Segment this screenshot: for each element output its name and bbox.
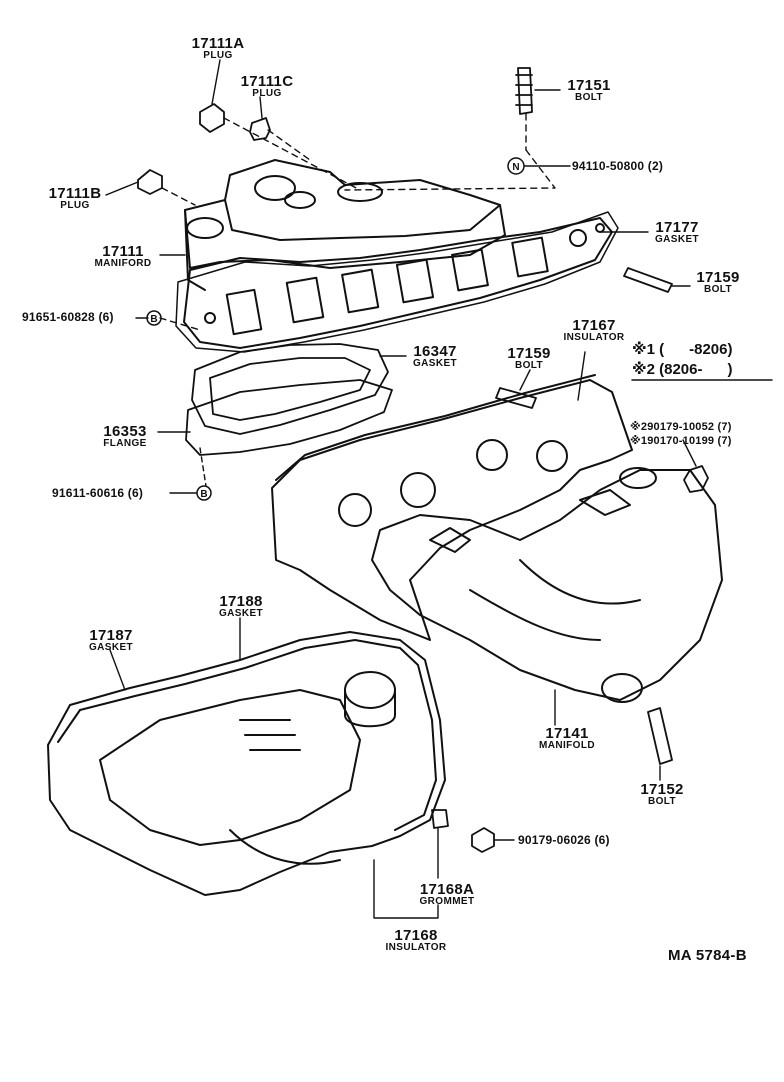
marker-circles (146, 157, 525, 501)
part-name: BOLT (514, 360, 544, 371)
callout-17159-lower: 17159 BOLT (504, 346, 554, 371)
marker-b-label-upper: B (150, 314, 157, 325)
callout-17141: 17141 MANIFOLD (528, 726, 606, 751)
part-name: INSULATOR (563, 332, 625, 343)
callout-17168A: 17168A GROMMET (408, 882, 486, 907)
intake-manifold-drawing (183, 159, 613, 349)
part-name: MANIFORD (94, 258, 152, 269)
part-number: 17168 (394, 927, 438, 944)
part-name: PLUG (203, 50, 233, 61)
part-number: 16353 (103, 423, 147, 440)
marker-n-label: N (512, 162, 519, 173)
callout-17111A: 17111A PLUG (183, 36, 253, 61)
legend-range-2: (8206- ) (659, 361, 733, 378)
callout-17111C: 17111C PLUG (233, 74, 301, 99)
callout-17168: 17168 INSULATOR (374, 928, 458, 953)
part-name: BOLT (574, 92, 604, 103)
diagram-id: MA 5784-B (668, 947, 747, 964)
callout-91651-60828: 91651-60828 (6) (22, 310, 114, 324)
part-name: GASKET (88, 642, 134, 653)
small-fasteners-drawing (137, 67, 709, 853)
part-name: BOLT (647, 796, 677, 807)
part-name: MANIFOLD (539, 740, 595, 751)
callout-16347: 16347 GASKET (406, 344, 464, 369)
part-number: 17188 (219, 593, 263, 610)
callout-94110-50800: 94110-50800 (2) (572, 159, 664, 173)
part-number: 17187 (89, 627, 133, 644)
part-name: GROMMET (419, 896, 475, 907)
callout-90179-06026: 90179-06026 (6) (518, 833, 610, 847)
exhaust-insulator-drawing (47, 631, 446, 896)
part-number: 17159 (696, 269, 740, 286)
part-name: PLUG (252, 88, 282, 99)
part-name: FLANGE (103, 438, 147, 449)
legend-mark-2: ※2 (632, 361, 655, 378)
callout-17152: 17152 BOLT (634, 782, 690, 807)
part-name: BOLT (703, 284, 733, 295)
callout-17159-upper: 17159 BOLT (690, 270, 746, 295)
part-number: 17168A (419, 881, 475, 898)
callout-17177: 17177 GASKET (648, 220, 706, 245)
callout-17188: 17188 GASKET (212, 594, 270, 619)
callout-17111B: 17111B PLUG (40, 186, 110, 211)
part-number: 17159 (507, 345, 551, 362)
part-number: 17167 (572, 317, 616, 334)
callout-17167: 17167 INSULATOR (555, 318, 633, 343)
part-number: 17111B (48, 185, 102, 202)
part-number: 17111 (102, 243, 144, 260)
callout-90170-10199: ※190170-10199 (7) (630, 435, 732, 447)
part-number: 17151 (567, 77, 611, 94)
callout-17151: 17151 BOLT (560, 78, 618, 103)
part-number: 17141 (545, 725, 589, 742)
leader-lines (105, 59, 697, 919)
exhaust-flange-drawing (185, 343, 393, 456)
part-number: 17111A (191, 35, 245, 52)
part-name: GASKET (412, 358, 458, 369)
part-name: PLUG (60, 200, 90, 211)
legend-mark-1: ※1 (632, 341, 655, 358)
part-number: 17177 (655, 219, 699, 236)
callout-17111: 17111 MANIFORD (86, 244, 160, 269)
legend-range-1: ( -8206) (659, 341, 733, 358)
part-name: GASKET (218, 608, 264, 619)
callout-90179-10052: ※290179-10052 (7) (630, 421, 732, 433)
part-name: GASKET (654, 234, 700, 245)
marker-b-label-lower: B (200, 489, 207, 500)
callout-17187: 17187 GASKET (82, 628, 140, 653)
part-number: 17111C (240, 73, 294, 90)
legend-row-2: ※2 (8206- ) (632, 362, 732, 377)
callout-91611-60616: 91611-60616 (6) (52, 486, 144, 500)
part-number: 16347 (413, 343, 457, 360)
exhaust-manifold-drawing (271, 374, 723, 703)
part-name: INSULATOR (385, 942, 447, 953)
legend-row-1: ※1 ( -8206) (632, 342, 732, 357)
part-number: 17152 (640, 781, 684, 798)
callout-16353: 16353 FLANGE (94, 424, 156, 449)
